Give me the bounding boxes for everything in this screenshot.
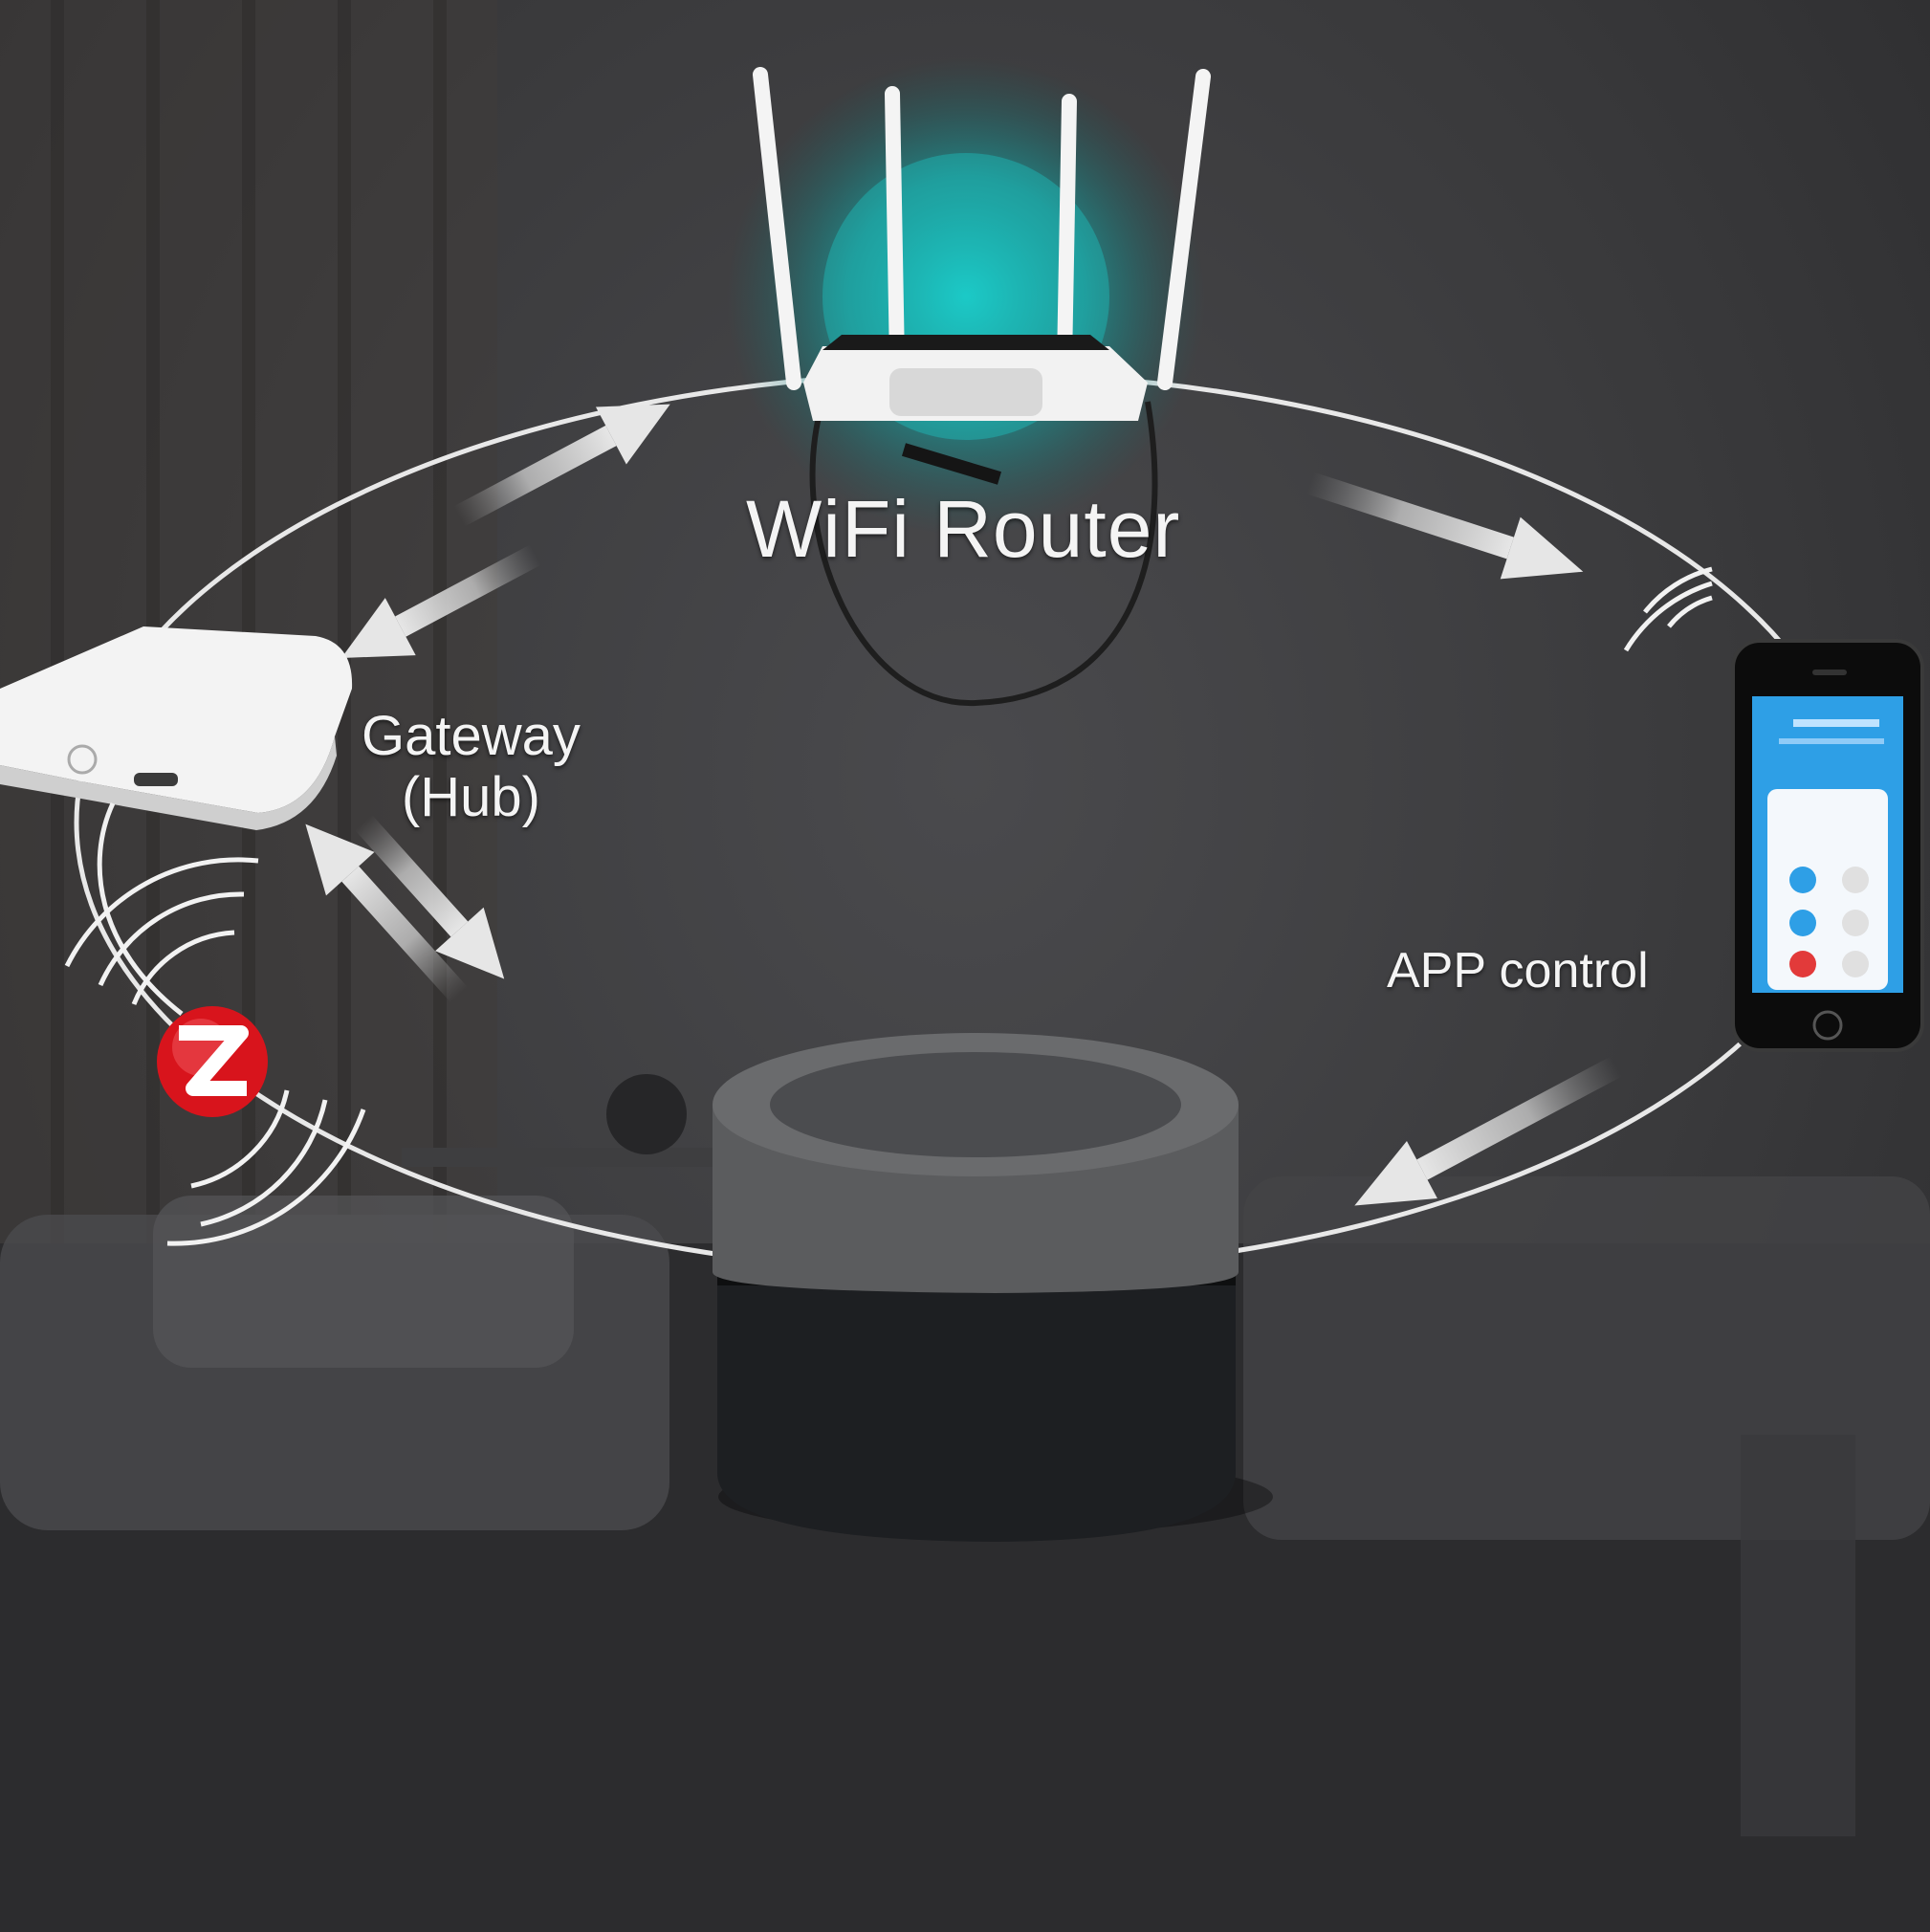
arrow-router-to-gateway <box>340 544 541 658</box>
gateway-label-line2: (Hub) <box>401 766 540 828</box>
arrow-gateway-to-device <box>355 814 505 979</box>
router-label: WiFi Router <box>746 484 1181 574</box>
arrow-phone-to-device <box>1354 1056 1622 1206</box>
arrow-gateway-to-router <box>453 404 670 527</box>
app-control-label: APP control <box>1387 943 1649 999</box>
arrow-device-to-gateway <box>305 823 468 1003</box>
gateway-label: Gateway (Hub) <box>362 706 581 828</box>
arrow-router-to-phone <box>1306 472 1584 580</box>
gateway-label-line1: Gateway <box>362 705 581 767</box>
